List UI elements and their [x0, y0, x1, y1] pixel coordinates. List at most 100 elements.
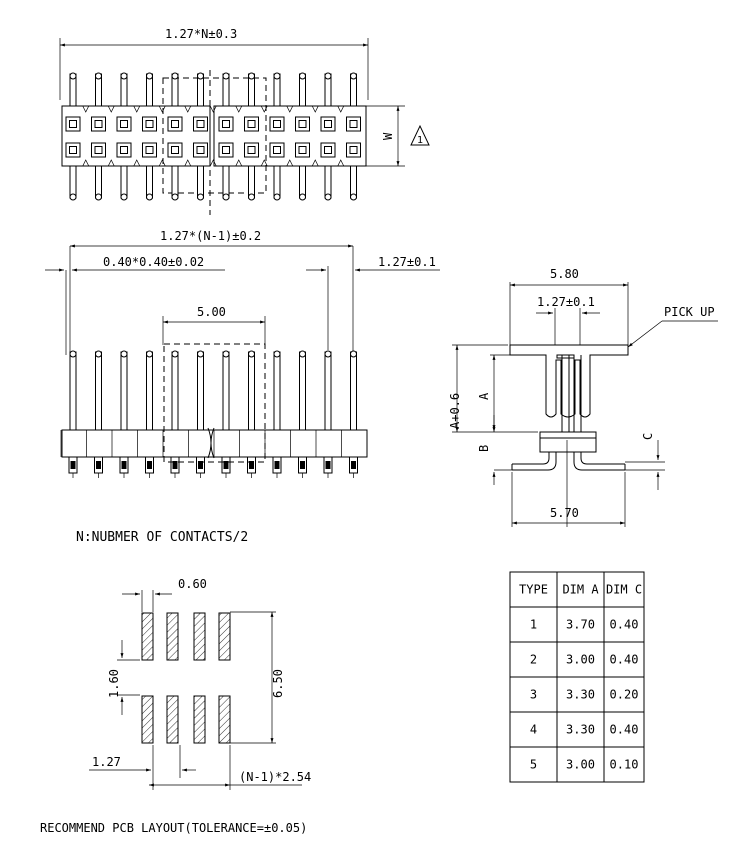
top-lead-lower	[120, 165, 128, 199]
pcb-pad-lower	[218, 695, 231, 744]
width-label: W	[381, 132, 395, 140]
top-pin-square	[218, 142, 234, 158]
top-lead-lower	[146, 165, 153, 199]
top-pin-square	[244, 142, 259, 158]
top-lead-lower	[299, 165, 306, 199]
top-pin-square	[116, 142, 132, 158]
top-pin-square	[295, 142, 310, 158]
pad-width-label: 0.60	[178, 577, 207, 591]
pcb-pad-upper	[218, 612, 231, 661]
contacts-note: N:NUBMER OF CONTACTS/2	[76, 530, 248, 545]
pcb-pad-lower	[193, 695, 206, 744]
end-view: 5.80 1.27±0.1 PICK UP A+0.6	[448, 267, 718, 527]
table-cell: 0.40	[610, 618, 639, 632]
side-view: 1.27*(N-1)±0.2 0.40*0.40±0.02 1.27±0.1 5…	[45, 229, 440, 478]
pcb-pad-upper	[166, 612, 179, 661]
top-pin-square	[269, 142, 285, 158]
top-pin-square	[167, 116, 183, 132]
top-lead-lower	[95, 165, 102, 199]
dim-c-label: C	[641, 433, 655, 440]
table-header-cell: DIM C	[606, 583, 642, 597]
table-cell: 2	[530, 653, 537, 667]
top-body-right	[213, 105, 367, 167]
table-cell: 5	[530, 758, 537, 772]
pcb-layout: 0.60 1.60 6.50 1.27 (N-1)*2.54 RECOMMEND…	[40, 577, 311, 835]
table-cell: 0.40	[610, 723, 639, 737]
top-pin-square	[91, 116, 106, 132]
side-housing	[61, 429, 368, 458]
side-pin	[222, 351, 230, 431]
span-label: (N-1)*2.54	[239, 770, 311, 784]
top-view: 1.27*N±0.3 W 1	[59, 27, 430, 215]
table-header-cell: TYPE	[519, 583, 548, 597]
top-pin-square	[295, 116, 310, 132]
end-pitch-label: 1.27±0.1	[537, 295, 595, 309]
top-pin-square	[218, 116, 234, 132]
top-lead-lower	[350, 165, 357, 199]
side-pin	[95, 351, 102, 431]
top-pin-square	[142, 142, 157, 158]
pitch-span-label: 1.27*(N-1)±0.2	[160, 229, 261, 243]
top-lead-lower	[69, 165, 77, 199]
top-pin-square	[244, 116, 259, 132]
pickup-outline-side	[163, 343, 266, 463]
pcb-pitch-label: 1.27	[92, 755, 121, 769]
total-length-label: 1.27*N±0.3	[165, 27, 237, 41]
dim-b-label: B	[477, 445, 491, 452]
pickup-label: PICK UP	[664, 305, 715, 319]
top-lead-lower	[222, 165, 230, 199]
top-lead-lower	[171, 165, 179, 199]
table-cell: 4	[530, 723, 537, 737]
side-pin	[146, 351, 153, 431]
top-pin-square	[65, 142, 81, 158]
cap-width-label: 5.80	[550, 267, 579, 281]
note-triangle-icon	[410, 124, 430, 146]
top-pin-square	[320, 116, 336, 132]
top-pin-square	[91, 142, 106, 158]
overall-label: 6.50	[271, 669, 285, 698]
pcb-pad-upper	[193, 612, 206, 661]
row-gap-label: 1.60	[107, 669, 121, 698]
top-pin-square	[116, 116, 132, 132]
side-pin	[350, 351, 357, 431]
right-leg	[573, 452, 625, 471]
top-pin-square	[346, 142, 361, 158]
top-lead-lower	[273, 165, 281, 199]
side-pin	[273, 351, 281, 431]
top-lead-lower	[324, 165, 332, 199]
side-pin	[171, 351, 179, 431]
table-cell: 3.00	[566, 758, 595, 772]
pitch-label-side: 1.27±0.1	[378, 255, 436, 269]
pcb-pad-lower	[166, 695, 179, 744]
table-cell: 0.40	[610, 653, 639, 667]
top-pin-square	[142, 116, 157, 132]
top-pin-square	[167, 142, 183, 158]
top-body-left	[61, 105, 211, 167]
foot-width-label: 5.70	[550, 506, 579, 520]
top-pin-square	[193, 116, 208, 132]
top-pin-square	[269, 116, 285, 132]
table-cell: 0.20	[610, 688, 639, 702]
side-pin	[69, 351, 77, 431]
table-cell: 1	[530, 618, 537, 632]
table-cell: 3.00	[566, 653, 595, 667]
side-pin	[324, 351, 332, 431]
table-cell: 0.10	[610, 758, 639, 772]
side-pin	[248, 351, 255, 431]
pcb-pad-upper	[141, 612, 154, 661]
top-pin-square	[193, 142, 208, 158]
pickup-outline-top	[162, 77, 267, 194]
top-lead-lower	[248, 165, 255, 199]
table-cell: 3.30	[566, 723, 595, 737]
side-pin	[299, 351, 306, 431]
dim-a-label: A	[477, 392, 491, 400]
side-pin	[120, 351, 128, 431]
top-pin-square	[320, 142, 336, 158]
top-pin-square	[65, 116, 81, 132]
pcb-caption: RECOMMEND PCB LAYOUT(TOLERANCE=±0.05)	[40, 821, 307, 835]
top-lead-lower	[197, 165, 204, 199]
pin-size-label: 0.40*0.40±0.02	[103, 255, 204, 269]
top-pin-square	[346, 116, 361, 132]
